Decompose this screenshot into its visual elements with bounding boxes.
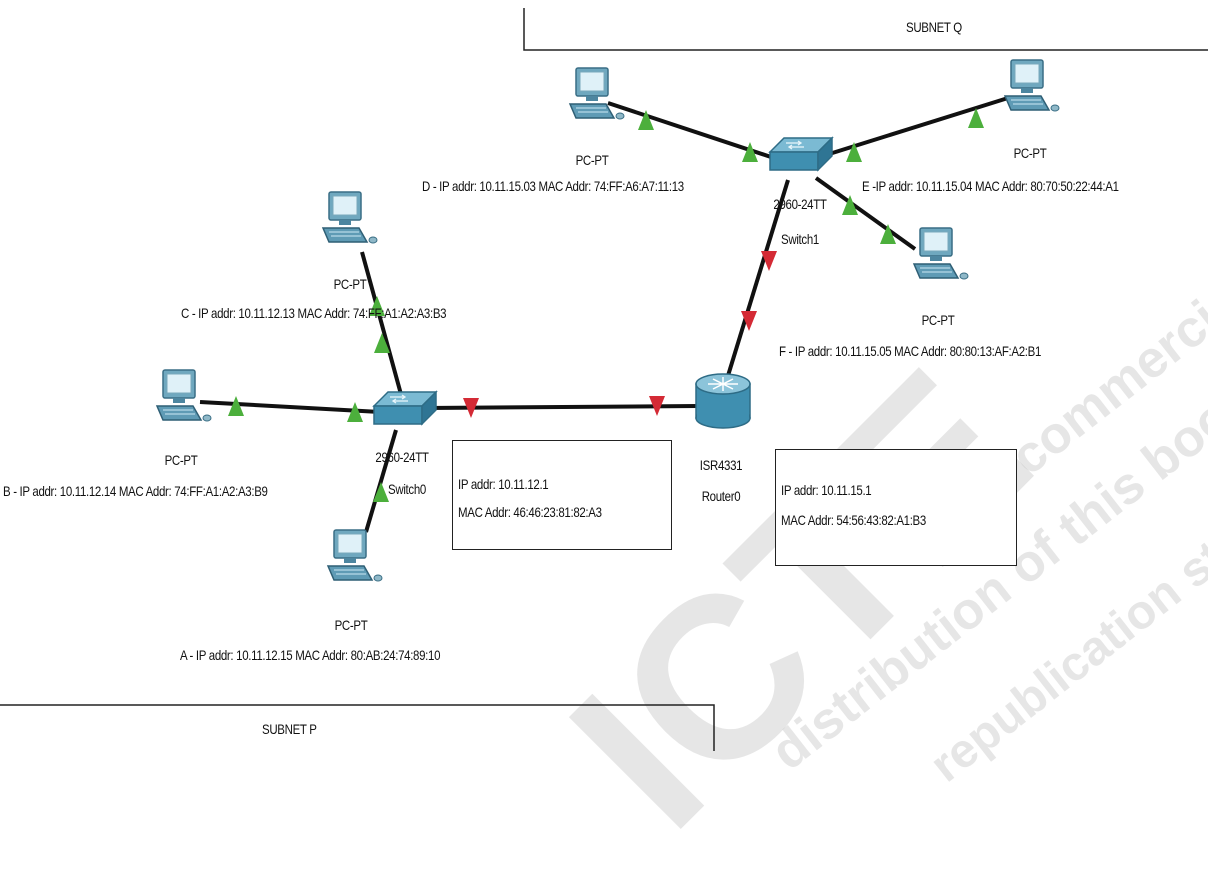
switch0-name: Switch0	[388, 481, 426, 497]
pc-e-label: PC-PT	[1014, 145, 1047, 161]
pc-c-icon[interactable]	[323, 192, 377, 243]
pc-d-label: PC-PT	[576, 152, 609, 168]
router0-icon[interactable]	[696, 374, 750, 428]
subnet-p-frame	[0, 705, 714, 751]
host-d-address: D - IP addr: 10.11.15.03 MAC Addr: 74:FF…	[422, 178, 684, 194]
switch1-model: 2960-24TT	[773, 196, 826, 212]
router-interface-q-ip: IP addr: 10.11.15.1	[781, 482, 871, 498]
pc-c-label: PC-PT	[334, 276, 367, 292]
router-interface-q-box: IP addr: 10.11.15.1 MAC Addr: 54:56:43:8…	[775, 449, 1017, 566]
router-interface-p-ip: IP addr: 10.11.12.1	[458, 476, 548, 492]
host-b-address: B - IP addr: 10.11.12.14 MAC Addr: 74:FF…	[3, 483, 268, 499]
router0-name: Router0	[702, 488, 741, 504]
pc-f-label: PC-PT	[922, 312, 955, 328]
host-c-address: C - IP addr: 10.11.12.13 MAC Addr: 74:FF…	[181, 305, 446, 321]
switch0-model: 2960-24TT	[375, 449, 428, 465]
subnet-q-title: SUBNET Q	[906, 19, 962, 35]
host-a-address: A - IP addr: 10.11.12.15 MAC Addr: 80:AB…	[180, 647, 440, 663]
switch1-name: Switch1	[781, 231, 819, 247]
pc-f-icon[interactable]	[914, 228, 968, 279]
link-d-switch1[interactable]	[608, 103, 780, 160]
pc-e-icon[interactable]	[1005, 60, 1059, 111]
link-c-switch0[interactable]	[362, 252, 402, 398]
router-interface-q-mac: MAC Addr: 54:56:43:82:A1:B3	[781, 512, 926, 528]
topology-canvas	[0, 0, 1208, 751]
router-interface-p-box: IP addr: 10.11.12.1 MAC Addr: 46:46:23:8…	[452, 440, 672, 550]
router-interface-p-mac: MAC Addr: 46:46:23:81:82:A3	[458, 504, 602, 520]
host-e-address: E -IP addr: 10.11.15.04 MAC Addr: 80:70:…	[862, 178, 1119, 194]
switch1-icon[interactable]	[770, 138, 832, 170]
pc-b-label: PC-PT	[165, 452, 198, 468]
pc-a-label: PC-PT	[335, 617, 368, 633]
router0-model: ISR4331	[700, 457, 742, 473]
switch0-icon[interactable]	[374, 392, 436, 424]
pc-a-icon[interactable]	[328, 530, 382, 581]
pc-b-icon[interactable]	[157, 370, 211, 421]
pc-d-icon[interactable]	[570, 68, 624, 119]
subnet-q-frame	[524, 8, 1208, 50]
host-f-address: F - IP addr: 10.11.15.05 MAC Addr: 80:80…	[779, 343, 1041, 359]
link-e-switch1[interactable]	[810, 98, 1008, 160]
subnet-p-title: SUBNET P	[262, 721, 317, 737]
